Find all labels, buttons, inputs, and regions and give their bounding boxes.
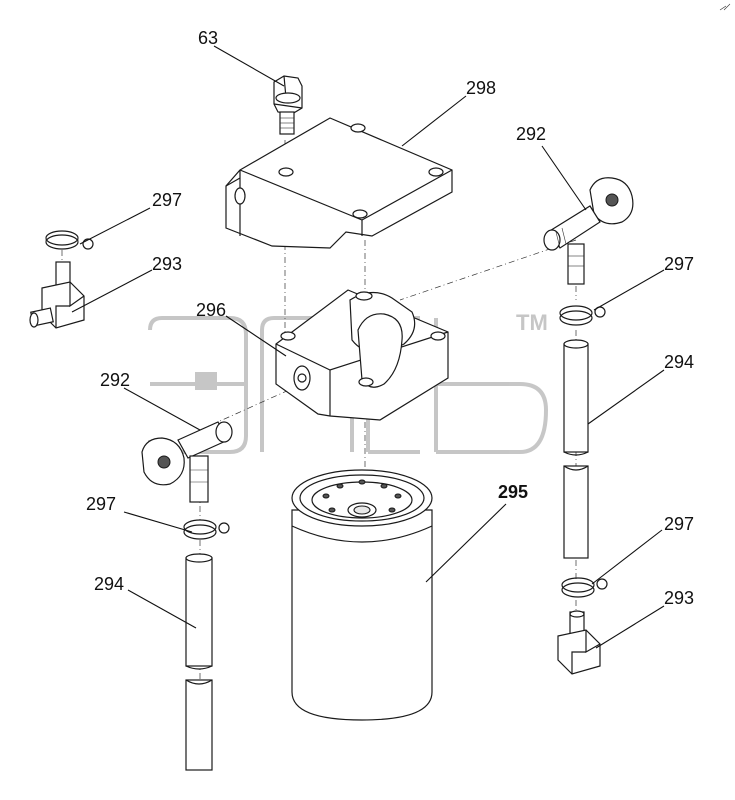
callout-295: 295 bbox=[498, 482, 528, 502]
clamp-297-right-lower bbox=[561, 577, 608, 598]
clamp-297-topleft bbox=[45, 230, 94, 250]
callout-297-right-lower: 297 bbox=[664, 514, 694, 534]
clamp-297-left-lower bbox=[183, 519, 230, 540]
corner-mark bbox=[719, 3, 731, 11]
callout-294-right: 294 bbox=[664, 352, 694, 372]
hose-294-right bbox=[563, 339, 589, 559]
filter-head-296 bbox=[275, 289, 449, 421]
callout-292-left: 292 bbox=[100, 370, 130, 390]
clamp-297-right-upper bbox=[559, 305, 606, 326]
elbow-fitting-293-right bbox=[557, 610, 601, 675]
callout-297-topleft: 297 bbox=[152, 190, 182, 210]
callout-297-right-upper: 297 bbox=[664, 254, 694, 274]
elbow-fitting-293-left bbox=[29, 261, 85, 329]
leader-lines bbox=[71, 45, 665, 649]
callout-296: 296 bbox=[196, 300, 226, 320]
hose-294-left bbox=[185, 553, 213, 771]
callout-298: 298 bbox=[466, 78, 496, 98]
filter-cartridge-295 bbox=[291, 469, 433, 721]
watermark-tm: TM bbox=[516, 310, 548, 335]
bolt-63 bbox=[273, 75, 303, 135]
valve-292-right bbox=[543, 177, 634, 285]
callout-293-left: 293 bbox=[152, 254, 182, 274]
callout-297-left-lower: 297 bbox=[86, 494, 116, 514]
bracket-298 bbox=[225, 117, 453, 249]
callout-labels: 63 298 292 297 293 296 297 294 292 297 2… bbox=[86, 28, 694, 608]
callout-294-left: 294 bbox=[94, 574, 124, 594]
callout-293-right: 293 bbox=[664, 588, 694, 608]
callout-63: 63 bbox=[198, 28, 218, 48]
valve-292-left bbox=[141, 421, 233, 503]
callout-292-top: 292 bbox=[516, 124, 546, 144]
